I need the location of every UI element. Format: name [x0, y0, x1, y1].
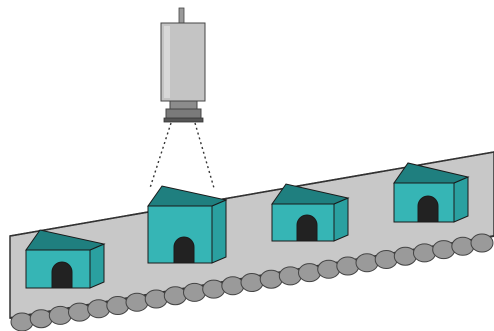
camera-body-highlight: [164, 26, 170, 98]
conveyor-roller: [298, 263, 321, 283]
conveyor-roller: [317, 259, 341, 279]
conveyor-roller: [125, 292, 149, 312]
box-side-face: [453, 176, 469, 223]
camera-mount-rod: [178, 7, 185, 25]
box-door: [417, 195, 439, 223]
camera-lens: [165, 108, 202, 120]
box-side-face: [211, 199, 227, 264]
box-top-face: [147, 185, 228, 207]
conveyor-roller: [278, 266, 302, 286]
conveyor-roller: [470, 233, 494, 253]
conveyor-roller: [163, 286, 187, 306]
conveyor-roller: [259, 269, 283, 289]
camera-field-of-view: [149, 122, 215, 189]
conveyor-rollers: [10, 233, 494, 331]
conveyor-roller: [106, 296, 130, 315]
box-door: [173, 236, 195, 264]
camera-lens-ring: [169, 100, 198, 110]
product-box-icon: [271, 183, 350, 242]
conveyor-roller: [451, 236, 475, 256]
conveyor-roller: [183, 282, 206, 302]
conveyor-roller: [393, 246, 417, 266]
conveyor-roller: [240, 273, 264, 292]
conveyor-roller: [221, 276, 245, 296]
conveyor-roller: [87, 299, 111, 319]
conveyor-roller: [336, 256, 360, 276]
box-side-face: [333, 197, 349, 242]
product-box-icon: [393, 162, 470, 223]
conveyor-roller: [144, 289, 168, 309]
camera-lens-glass: [163, 117, 204, 123]
box-door: [51, 261, 73, 289]
conveyor-roller: [48, 305, 72, 325]
product-box-icon: [25, 229, 106, 289]
product-box-icon: [147, 185, 228, 264]
conveyor-roller: [10, 312, 34, 331]
conveyor-roller: [355, 253, 379, 273]
industrial-camera-icon: [160, 7, 206, 123]
conveyor-roller: [202, 279, 226, 299]
conveyor-roller: [413, 243, 436, 263]
box-top-face: [393, 162, 470, 184]
box-door: [296, 214, 318, 242]
conveyor-roller: [29, 309, 53, 329]
conveyor-roller: [432, 240, 456, 260]
conveyor-roller: [68, 302, 91, 322]
box-side-face: [89, 243, 105, 289]
box-top-face: [25, 229, 106, 251]
box-top-face: [271, 183, 350, 205]
product-boxes: [25, 162, 470, 289]
conveyor-roller: [374, 250, 398, 269]
